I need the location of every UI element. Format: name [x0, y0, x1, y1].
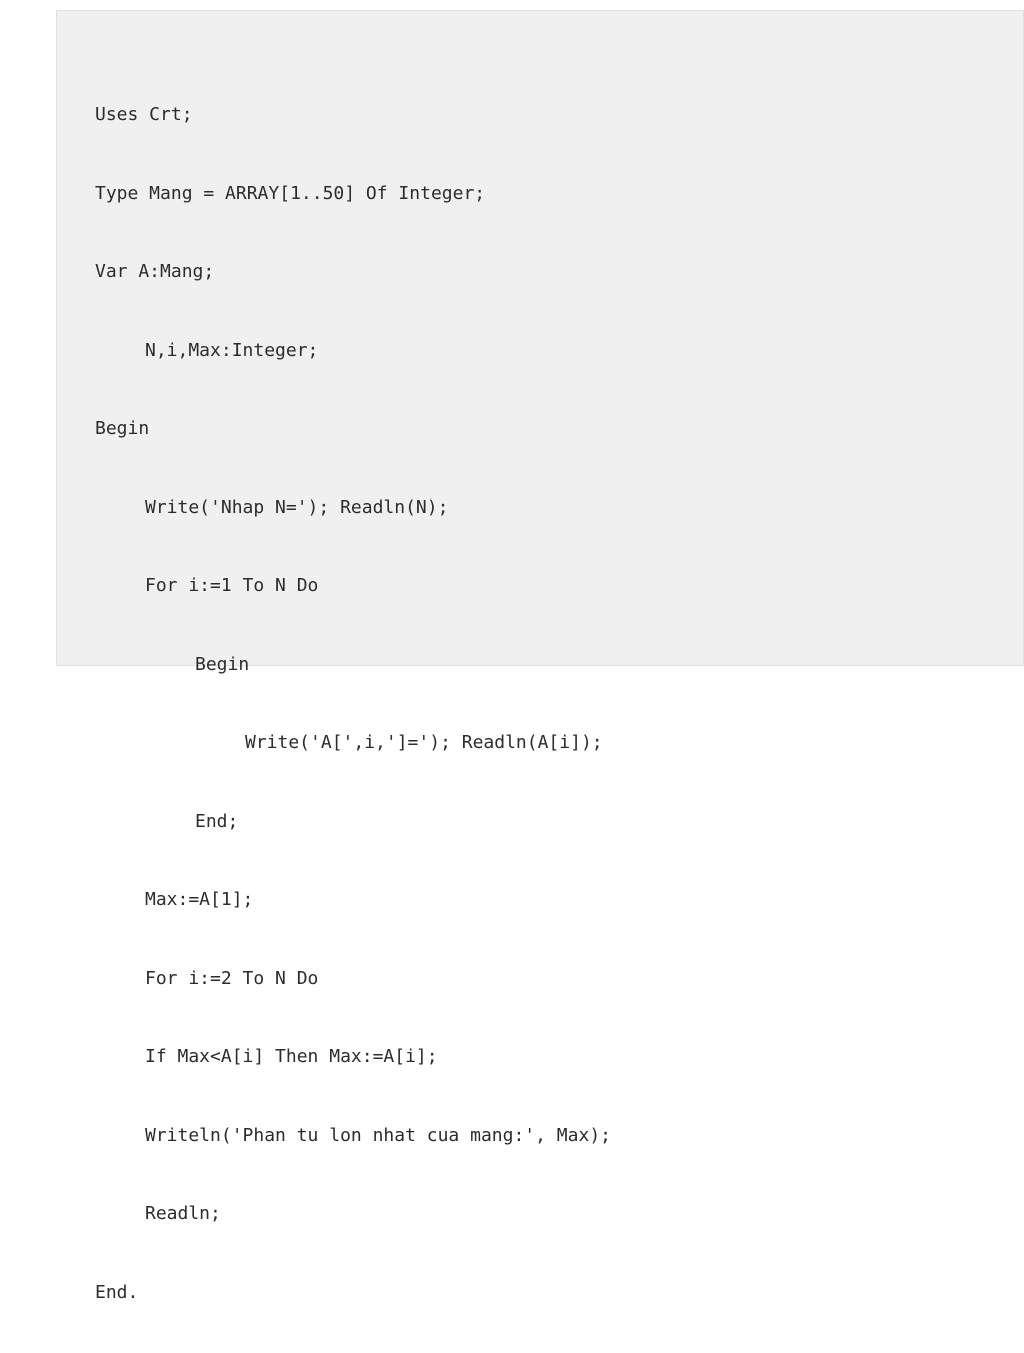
code-line: Uses Crt;	[95, 104, 193, 125]
code-line: Begin	[195, 653, 250, 675]
code-line: For i:=2 To N Do	[145, 967, 319, 989]
code-line: End.	[95, 1281, 139, 1303]
code-line: For i:=1 To N Do	[145, 575, 319, 596]
code-line: Var A:Mang;	[95, 261, 215, 282]
code-line: Max:=A[1];	[145, 889, 254, 910]
code-line: If Max<A[i] Then Max:=A[i];	[145, 1046, 438, 1067]
code-line: Write('A[',i,']='); Readln(A[i]);	[245, 732, 603, 753]
code-line: End;	[195, 810, 239, 832]
code-line: Type Mang = ARRAY[1..50] Of Integer;	[95, 182, 486, 204]
code-panel: Uses Crt; Type Mang = ARRAY[1..50] Of In…	[56, 10, 1024, 1303]
code-line: Begin	[95, 418, 150, 439]
code-line: N,i,Max:Integer;	[145, 339, 319, 361]
code-line: Readln;	[145, 1203, 221, 1224]
code-block: Uses Crt; Type Mang = ARRAY[1..50] Of In…	[95, 55, 611, 1353]
code-line: Writeln('Phan tu lon nhat cua mang:', Ma…	[145, 1124, 611, 1146]
code-line: Write('Nhap N='); Readln(N);	[145, 496, 449, 518]
